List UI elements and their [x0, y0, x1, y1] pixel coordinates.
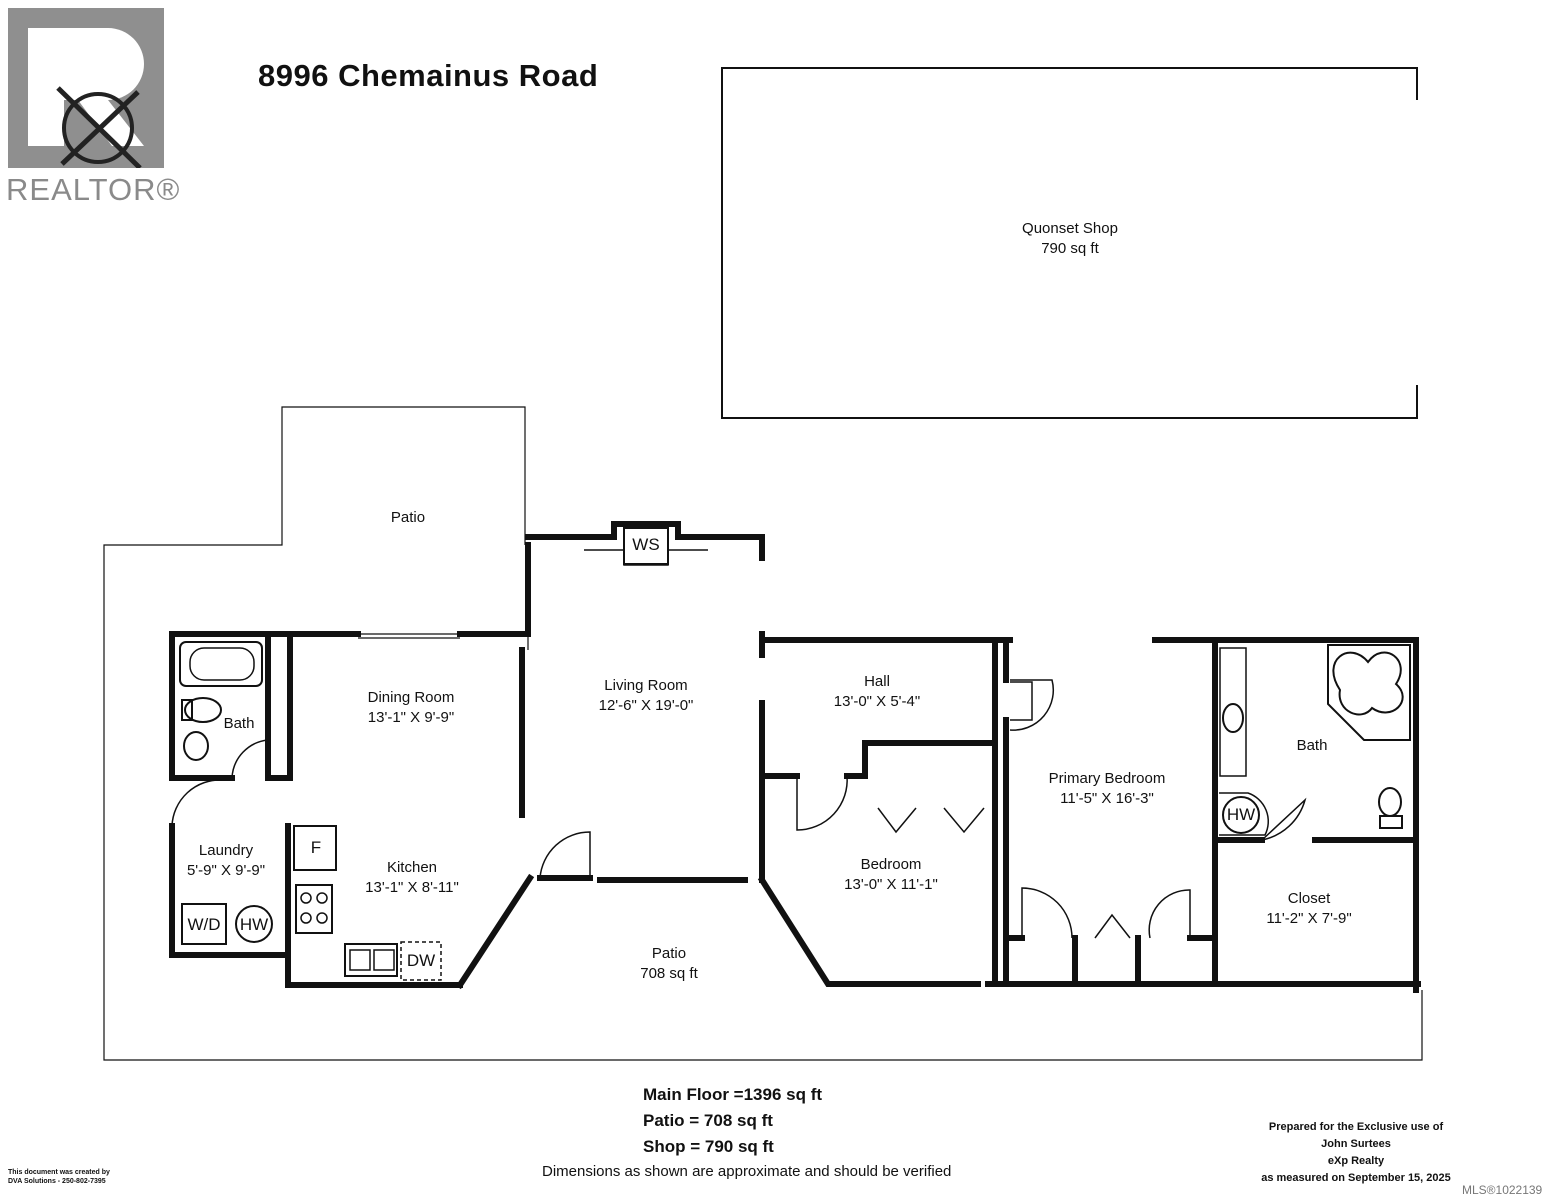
prepared-line-1: Prepared for the Exclusive use of — [1268, 1121, 1444, 1133]
patio-total: Patio = 708 sq ft — [643, 1111, 773, 1130]
patio-bottom-label: Patio 708 sq ft — [640, 944, 698, 984]
prepared-line-2: John Surtees — [1321, 1138, 1391, 1150]
quonset-shop-size: 790 sq ft — [1041, 240, 1099, 257]
patio-top-name: Patio — [390, 509, 426, 526]
creator-line-1: This document was created by — [8, 1169, 110, 1176]
closet-label: Closet 11'-2" X 7'-9" — [1266, 889, 1351, 929]
bath-right-name: Bath — [1296, 737, 1328, 754]
patio-top-label: Patio — [391, 508, 425, 528]
area-totals: Main Floor =1396 sq ft Patio = 708 sq ft… — [643, 1082, 822, 1160]
patio-top-outline — [103, 406, 1423, 1061]
living-room-name: Living Room — [604, 677, 688, 694]
primary-bedroom-name: Primary Bedroom — [1048, 770, 1166, 787]
dining-room-name: Dining Room — [367, 689, 455, 706]
washer-dryer-label: W/D — [187, 915, 221, 934]
laundry-name: Laundry — [198, 842, 254, 859]
hot-water-bath-label: HW — [1226, 805, 1256, 824]
quonset-shop-name: Quonset Shop — [1022, 220, 1118, 237]
prepared-line-3: eXp Realty — [1327, 1155, 1385, 1167]
property-title: 8996 Chemainus Road — [258, 58, 599, 93]
laundry-size: 5'-9" X 9'-9" — [186, 862, 266, 879]
quonset-shop-label: Quonset Shop 790 sq ft — [1022, 219, 1118, 259]
hall-size: 13'-0" X 5'-4" — [833, 693, 921, 710]
mls-number: MLS®1022139 — [1462, 1183, 1543, 1197]
bath-right-label: Bath — [1297, 736, 1328, 756]
hall-name: Hall — [864, 673, 890, 690]
closet-name: Closet — [1287, 890, 1331, 907]
primary-bedroom-size: 11'-5" X 16'-3" — [1060, 790, 1154, 807]
fridge-label: F — [310, 838, 322, 857]
creator-credit: This document was created by DVA Solutio… — [8, 1168, 110, 1186]
dining-room-size: 13'-1" X 9'-9" — [367, 709, 455, 726]
primary-bedroom-label: Primary Bedroom 11'-5" X 16'-3" — [1049, 769, 1166, 809]
bedroom-name: Bedroom — [860, 856, 922, 873]
bath-left-label: Bath — [224, 714, 255, 734]
dishwasher-label: DW — [406, 951, 436, 970]
bath-left-name: Bath — [223, 715, 255, 732]
main-floor-total: Main Floor =1396 sq ft — [643, 1085, 823, 1104]
wood-stove-label: WS — [632, 535, 660, 554]
bedroom-label: Bedroom 13'-0" X 11'-1" — [844, 855, 938, 895]
prepared-for-block: Prepared for the Exclusive use of John S… — [1236, 1119, 1476, 1187]
patio-bottom-size: 708 sq ft — [640, 965, 698, 982]
quonset-outline — [721, 67, 1418, 419]
patio-bottom-name: Patio — [651, 945, 687, 962]
laundry-label: Laundry 5'-9" X 9'-9" — [187, 841, 265, 881]
dining-room-label: Dining Room 13'-1" X 9'-9" — [368, 688, 455, 728]
kitchen-label: Kitchen 13'-1" X 8'-11" — [365, 858, 459, 898]
closet-size: 11'-2" X 7'-9" — [1266, 910, 1352, 927]
prepared-line-4: as measured on September 15, 2025 — [1261, 1172, 1451, 1184]
kitchen-size: 13'-1" X 8'-11" — [365, 879, 459, 896]
living-room-label: Living Room 12'-6" X 19'-0" — [599, 676, 694, 716]
bedroom-size: 13'-0" X 11'-1" — [844, 876, 938, 893]
realtor-logo-icon — [8, 8, 164, 170]
living-room-size: 12'-6" X 19'-0" — [598, 697, 694, 714]
realtor-wordmark: REALTOR® — [6, 172, 181, 207]
hall-label: Hall 13'-0" X 5'-4" — [834, 672, 920, 712]
creator-line-2: DVA Solutions - 250-802-7395 — [8, 1178, 106, 1185]
kitchen-name: Kitchen — [386, 859, 438, 876]
dimensions-disclaimer: Dimensions as shown are approximate and … — [542, 1163, 952, 1180]
shop-total: Shop = 790 sq ft — [643, 1137, 774, 1156]
hot-water-laundry-label: HW — [239, 915, 269, 934]
